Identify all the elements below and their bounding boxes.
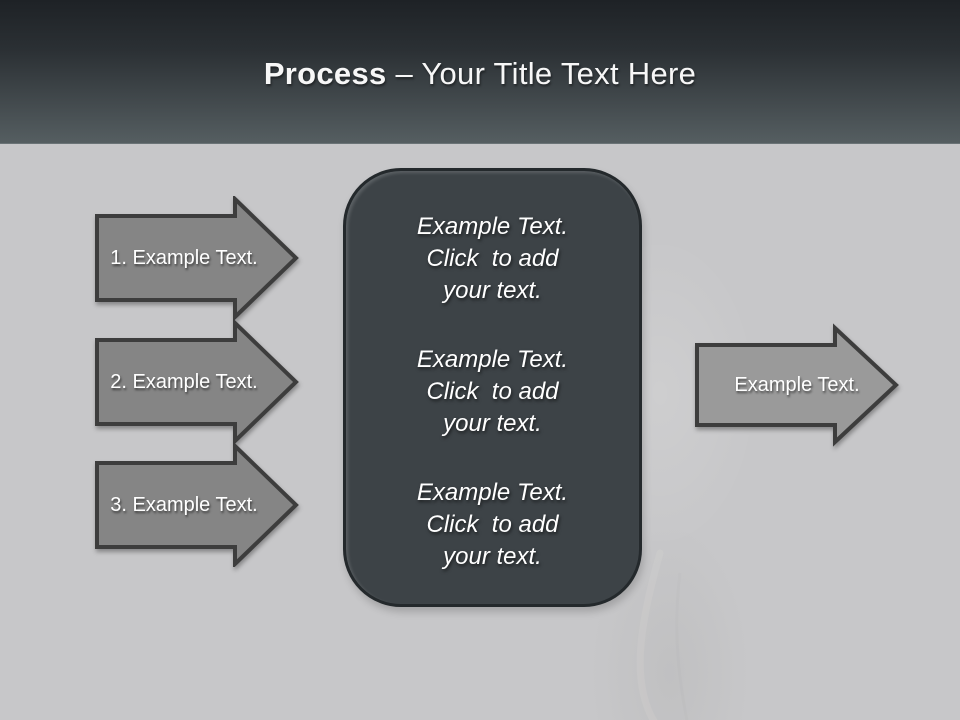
placeholder-text-block[interactable]: Example Text. Click to add your text. — [346, 477, 639, 573]
process-arrow-3[interactable]: 3. Example Text. — [95, 441, 299, 569]
placeholder-line: Example Text. — [416, 478, 569, 506]
placeholder-text-block[interactable]: Example Text. Click to add your text. — [346, 344, 639, 440]
placeholder-text-block[interactable]: Example Text. Click to add your text. — [346, 211, 639, 307]
process-arrow-2[interactable]: 2. Example Text. — [95, 318, 299, 446]
placeholder-line: your text. — [443, 409, 542, 437]
slide-title-keyword: Process — [263, 56, 387, 91]
slide-title-rest: – Your Title Text Here — [386, 56, 697, 91]
placeholder-line: your text. — [443, 276, 542, 304]
slide-title: Process – Your Title Text Here — [0, 56, 960, 92]
result-arrow-label: Example Text. — [734, 373, 860, 396]
placeholder-line: Click to add — [426, 510, 559, 538]
arrow-right-shape-icon — [95, 318, 299, 446]
placeholder-line: Example Text. — [416, 345, 569, 373]
result-arrow[interactable]: Example Text. — [695, 323, 899, 447]
process-arrow-1[interactable]: 1. Example Text. — [95, 194, 299, 322]
placeholder-line: Click to add — [426, 377, 559, 405]
title-bar: Process – Your Title Text Here — [0, 0, 960, 144]
center-text-panel[interactable]: Example Text. Click to add your text. Ex… — [343, 168, 642, 607]
process-arrow-2-label: 2. Example Text. — [110, 370, 258, 393]
placeholder-line: Click to add — [426, 244, 559, 272]
process-arrow-3-label: 3. Example Text. — [110, 493, 258, 516]
arrow-right-shape-icon — [95, 194, 299, 322]
arrow-right-shape-icon — [695, 323, 899, 447]
placeholder-line: your text. — [443, 542, 542, 570]
process-arrow-1-label: 1. Example Text. — [110, 246, 258, 269]
placeholder-line: Example Text. — [416, 212, 569, 240]
arrow-right-shape-icon — [95, 441, 299, 569]
